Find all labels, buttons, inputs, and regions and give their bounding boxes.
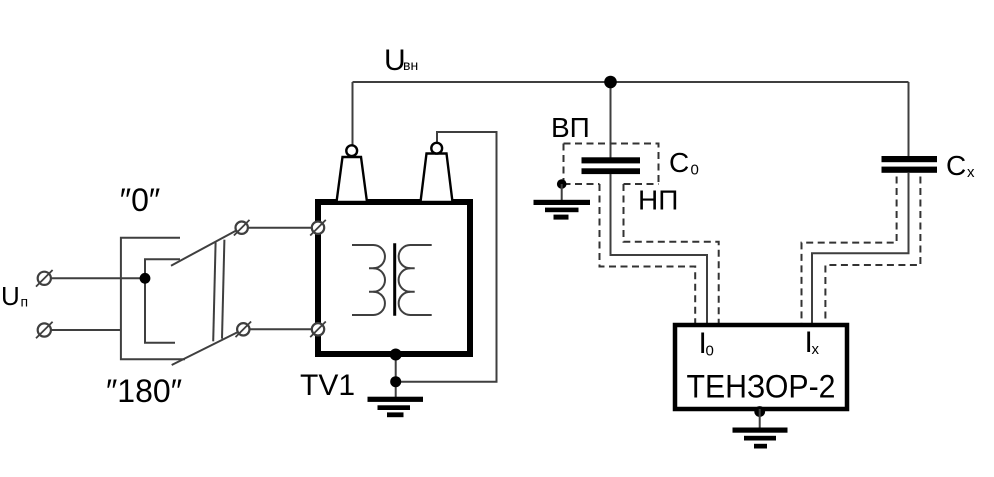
ground-symbol-tv1 <box>367 396 423 418</box>
winding-primary-ticks <box>369 267 378 293</box>
ground-bar-2 <box>377 405 410 410</box>
switch-contact-top-slash <box>233 219 251 237</box>
transformer-tv1: TV1 <box>300 131 498 418</box>
switch-position-0-label: ″0″ <box>120 182 160 218</box>
lp-screen-dashed-outer <box>598 184 697 324</box>
switch-position-180-label: ″180″ <box>106 373 182 409</box>
switch-pivot-dot <box>139 272 151 284</box>
supply-voltage-label: U <box>1 281 20 311</box>
c0-measuring-wire <box>609 174 708 324</box>
switch-inner-bracket <box>144 258 180 344</box>
bushing-left <box>335 155 369 204</box>
transformer-label: TV1 <box>300 369 355 402</box>
tensor2-device: I 0 I x ТЕНЗОР-2 <box>672 322 850 449</box>
hv-voltage-label: U <box>384 44 406 77</box>
switch-bar-line-2 <box>221 239 226 339</box>
ix-input-subscript: x <box>812 341 820 358</box>
cx-plate-bottom <box>881 166 937 173</box>
hv-bus: U вн <box>351 44 910 158</box>
lp-screen-label: НП <box>638 185 678 216</box>
c0-plate-top <box>581 157 640 164</box>
ground-bar-2 <box>744 435 776 441</box>
hp-screen-dashed-box <box>562 142 660 185</box>
switch-blade-bottom <box>171 331 239 366</box>
hv-return-wire <box>401 131 498 383</box>
c0-plate-bottom <box>581 168 640 175</box>
bushing-right-terminal <box>430 141 444 155</box>
phase-reversal-switch: ″0″ ″180″ <box>106 182 312 409</box>
cx-label: C <box>946 150 966 181</box>
ground-junction-dot <box>390 376 402 388</box>
device-box <box>672 322 850 412</box>
switch-bar-line-1 <box>212 242 217 342</box>
junction-dot <box>604 75 617 89</box>
hp-screen-label: ВП <box>551 112 590 143</box>
input-terminal-bottom-slash <box>35 321 54 339</box>
ground-symbol-device <box>732 427 788 449</box>
cx-measuring-wire <box>811 173 910 324</box>
lp-screen-dashed-inner <box>622 184 720 324</box>
bushing-right <box>419 152 454 204</box>
switch-blade-top <box>170 229 237 267</box>
tank-terminal-bottom-slash <box>309 320 327 338</box>
supply-voltage-subscript: п <box>21 294 29 310</box>
ground-bar-1 <box>367 396 423 402</box>
winding-secondary-ticks <box>406 267 415 293</box>
supply-input: U п <box>1 269 145 339</box>
ground-bar-1 <box>732 427 788 433</box>
switch-outer-bracket <box>119 236 185 361</box>
hv-voltage-subscript: вн <box>403 57 418 73</box>
winding-primary <box>352 244 386 316</box>
cx-screen-dashed-inner <box>800 176 898 324</box>
cx-plate-top <box>881 156 937 163</box>
ground-bar-3 <box>387 412 404 418</box>
winding-secondary <box>397 244 432 316</box>
cx-screen-dashed-outer <box>824 176 922 324</box>
bushing-left-terminal <box>345 144 359 158</box>
ground-bar-3 <box>754 443 767 449</box>
switch-contact-bottom-slash <box>234 320 252 338</box>
tank-terminal-top-slash <box>309 219 327 237</box>
device-name-label: ТЕНЗОР-2 <box>687 369 836 405</box>
reference-capacitor-c0: ВП НП C 0 <box>533 112 720 324</box>
i0-input-subscript: 0 <box>706 343 714 360</box>
c0-label: C <box>669 147 689 178</box>
test-capacitor-cx: C x <box>800 150 975 324</box>
tank-bottom-dot <box>389 348 402 361</box>
ground-bar-2 <box>545 207 579 213</box>
ground-bar-3 <box>553 214 569 220</box>
c0-subscript: 0 <box>691 162 699 179</box>
input-terminal-top-slash <box>35 269 54 288</box>
i0-input-label: I <box>699 327 707 360</box>
cx-subscript: x <box>967 164 975 181</box>
ix-input-label: I <box>805 326 813 359</box>
ground-symbol-c0 <box>533 199 590 220</box>
ground-bar-1 <box>533 199 590 205</box>
